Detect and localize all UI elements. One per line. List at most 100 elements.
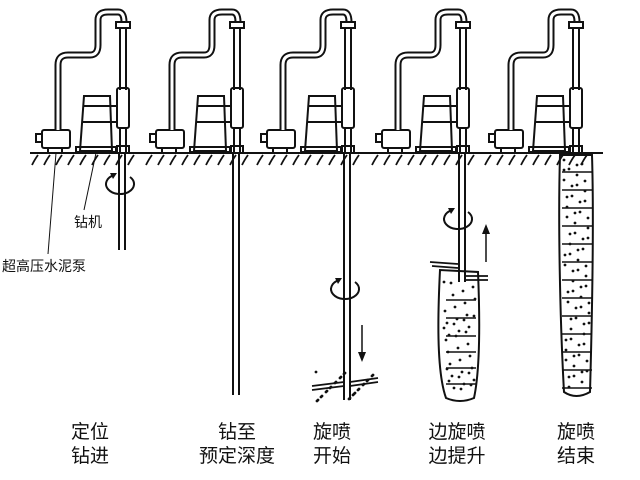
grout-particle [565, 215, 569, 219]
grout-particle [473, 297, 477, 301]
swivel-head [115, 21, 131, 29]
grout-particle [570, 184, 574, 188]
grout-particle [457, 375, 461, 379]
spray-particle [343, 371, 347, 375]
drill-collar [116, 145, 130, 154]
ground-hatch [407, 154, 415, 166]
ground-hatch [256, 154, 264, 166]
drill-rig-body [78, 95, 114, 152]
stage-5-line1: 旋喷 [556, 421, 595, 443]
grout-particle [581, 247, 585, 251]
ground-hatch [508, 154, 516, 166]
grout-particle [568, 232, 572, 236]
grout-particle [564, 338, 568, 342]
grout-particle [569, 327, 573, 331]
grout-column-partial [437, 268, 481, 402]
grout-hose-inner [281, 10, 351, 130]
grout-particle [577, 353, 581, 357]
grout-hose-inner [509, 10, 579, 130]
grout-particle [449, 281, 453, 285]
drill-rig-body [531, 95, 567, 152]
stage-3-line1: 旋喷 [312, 421, 351, 443]
grout-particle [472, 378, 476, 382]
ground-hatch [241, 154, 249, 166]
grout-particle [569, 337, 573, 341]
grout-particle [451, 293, 455, 297]
grout-particle [466, 342, 470, 346]
grout-particle [571, 279, 575, 283]
drill-rig-body [418, 95, 454, 152]
grout-particle [462, 382, 466, 386]
stage-2-line1: 钻至 [217, 421, 256, 443]
grout-particle [576, 268, 580, 272]
rotation-arrow-head [448, 208, 455, 214]
drill-rig-base [189, 146, 231, 153]
spray-particle [320, 394, 324, 398]
drill-motor [569, 87, 583, 129]
grout-particle [444, 338, 448, 342]
grout-particle [581, 237, 585, 241]
ground-hatch [181, 154, 189, 166]
spray-particle [316, 398, 320, 402]
drill-rig-leader [83, 152, 97, 211]
pump-callout: 超高压水泥泵 [2, 259, 86, 275]
grout-particle [583, 179, 587, 183]
ground-hatch [383, 154, 391, 166]
pump-body [41, 129, 71, 149]
grout-particle [579, 285, 583, 289]
grout-particle [573, 231, 577, 235]
ground-hatch [328, 154, 336, 166]
spray-particle [314, 370, 318, 374]
grout-particle [448, 362, 452, 366]
pump-body [155, 129, 185, 149]
ground-hatch [31, 154, 39, 166]
grout-particle [569, 317, 573, 321]
stage-3-label: 旋喷 开始 [302, 420, 362, 468]
grout-particle [567, 375, 571, 379]
stage-4-line2: 边提升 [428, 445, 486, 467]
grout-particle [462, 318, 466, 322]
grout-particle [587, 311, 591, 315]
drill-rig-body [192, 95, 228, 152]
drill-collar [569, 145, 583, 154]
grout-particle [574, 316, 578, 320]
spray-particle [353, 391, 357, 395]
spray-particle [371, 373, 375, 377]
swivel-head [340, 21, 356, 29]
grout-particle [583, 199, 587, 203]
jet-spray [311, 377, 379, 391]
ground-hatch [157, 154, 165, 166]
grout-particle [579, 305, 583, 309]
grout-particle [586, 216, 590, 220]
pump-body [494, 129, 524, 149]
ground-hatch [304, 154, 312, 166]
ground-hatch [544, 154, 552, 166]
grout-particle [572, 354, 576, 358]
grout-particle [578, 200, 582, 204]
grout-hose-inner [56, 10, 126, 130]
grout-particle [460, 370, 464, 374]
grout-hose-inner [170, 10, 240, 130]
stage-5-line2: 结束 [556, 445, 595, 467]
grout-particle [583, 189, 587, 193]
stage-1-label: 定位 钻进 [62, 420, 118, 468]
ground-hatch [520, 154, 528, 166]
ground-hatch [145, 154, 153, 166]
grout-particle [578, 210, 582, 214]
grout-column-complete [558, 154, 594, 397]
grout-particle [467, 325, 471, 329]
grout-particle [562, 158, 566, 162]
grout-particle [587, 301, 591, 305]
ground-hatch [127, 154, 135, 166]
grout-particle [454, 334, 458, 338]
grout-hose [168, 8, 242, 130]
grout-particle [585, 369, 589, 373]
grout-particle [567, 167, 571, 171]
ground-hatch [467, 154, 475, 166]
grout-particle [461, 289, 465, 293]
grout-particle [452, 322, 456, 326]
grout-particle [575, 173, 579, 177]
grout-particle [442, 326, 446, 330]
grout-particle [585, 359, 589, 363]
grout-particle [582, 332, 586, 336]
